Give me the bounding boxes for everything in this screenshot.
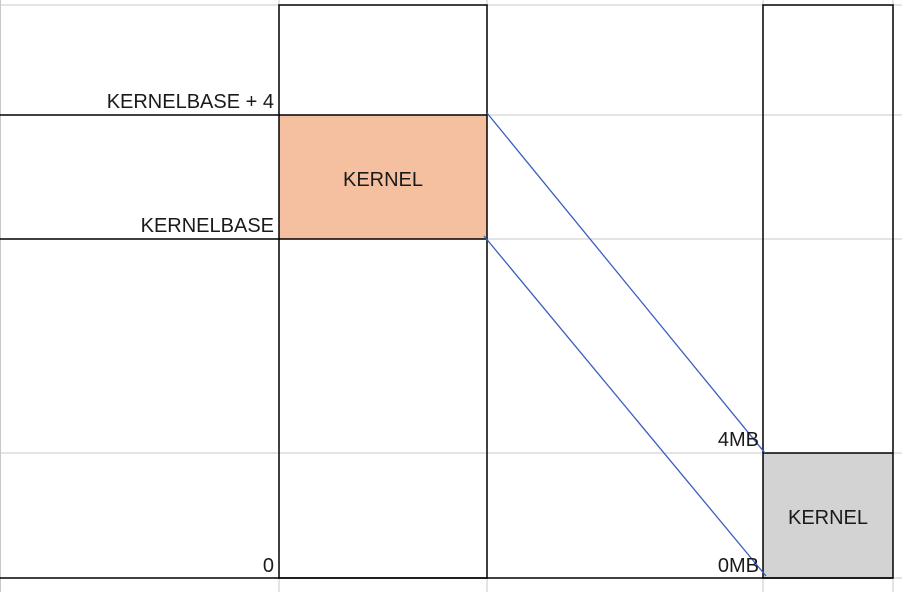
physical-kernel-block xyxy=(763,453,893,578)
zero-mb-label: 0MB xyxy=(718,555,759,577)
zero-label: 0 xyxy=(263,555,274,577)
borders xyxy=(0,4,894,579)
physical-kernel-label: KERNEL xyxy=(788,507,868,529)
mapping-line-top xyxy=(486,112,766,454)
four-mb-label: 4MB xyxy=(718,429,759,451)
virtual-kernel-block xyxy=(279,115,487,239)
virtual-kernel-label: KERNEL xyxy=(343,169,423,191)
mapping-lines xyxy=(483,112,767,577)
kernelbase-plus-4-label: KERNELBASE + 4 xyxy=(107,91,274,113)
virtual-memory-column xyxy=(278,4,488,579)
kernelbase-label: KERNELBASE xyxy=(141,215,274,237)
mapping-line-bottom xyxy=(483,235,767,577)
